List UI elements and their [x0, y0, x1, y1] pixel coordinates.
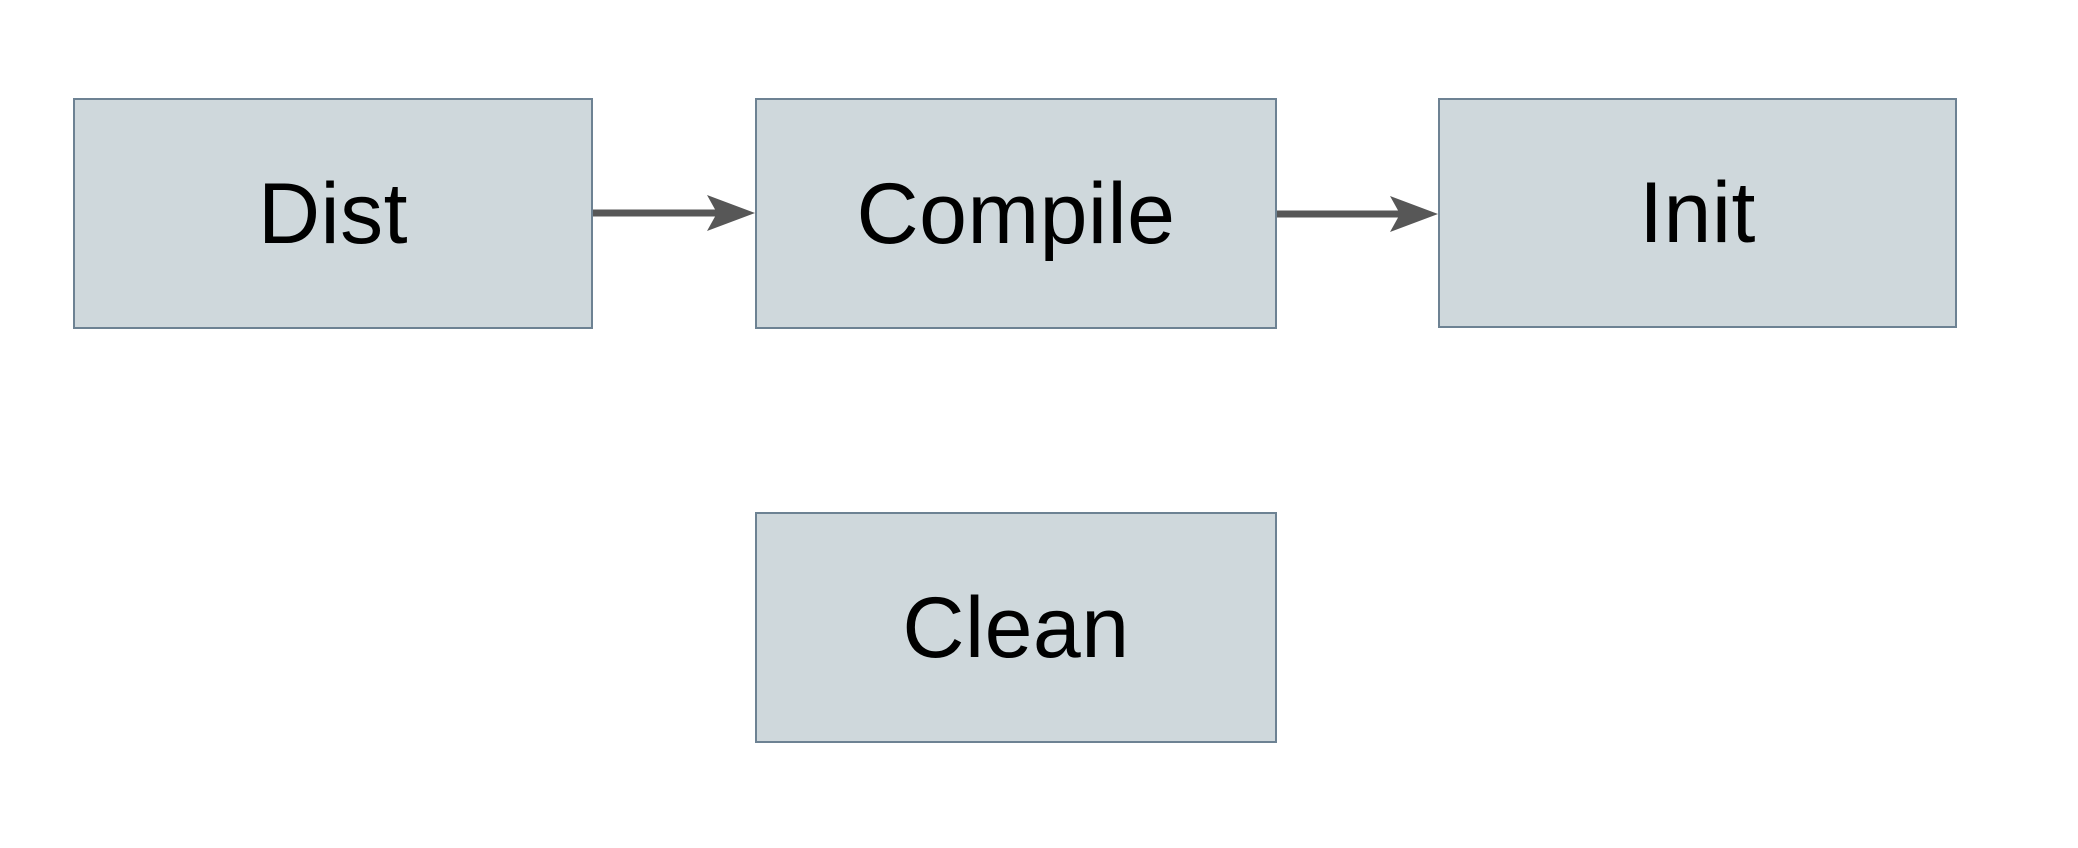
node-init[interactable]: Init: [1438, 98, 1957, 328]
node-compile-label: Compile: [856, 165, 1176, 262]
node-dist-label: Dist: [257, 165, 409, 262]
node-clean-label: Clean: [902, 579, 1130, 676]
node-dist[interactable]: Dist: [73, 98, 593, 329]
node-init-label: Init: [1639, 165, 1756, 261]
node-compile[interactable]: Compile: [755, 98, 1277, 329]
node-clean[interactable]: Clean: [755, 512, 1277, 743]
connector-dist-compile: [593, 195, 755, 231]
connector-compile-init: [1277, 196, 1438, 232]
arrowhead-icon: [707, 195, 755, 231]
arrowhead-icon: [1390, 196, 1438, 232]
